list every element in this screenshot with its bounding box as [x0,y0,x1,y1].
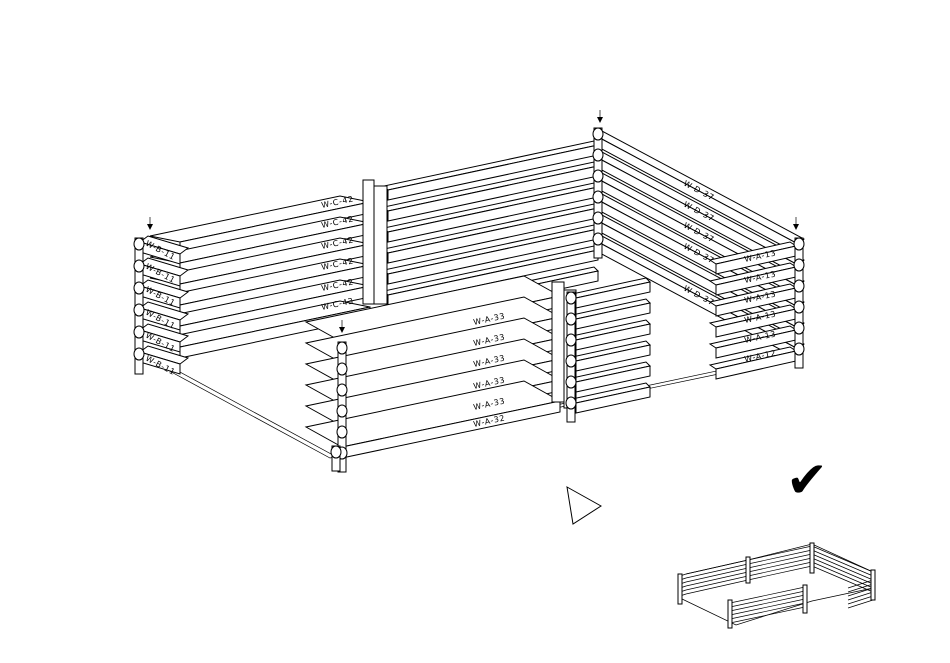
bolt-head [794,322,804,334]
thumb-log [686,576,748,590]
thumb-log [686,572,748,586]
bolt-head [134,238,144,250]
bolt-head [134,326,144,338]
bolt-head [593,233,603,245]
front-wall-a: W-A-33 W-A-33 W-A-33 W-A-33 W-A-33 W-A-3… [306,276,650,458]
bolt-head [337,342,347,354]
bolt-head [794,280,804,292]
bolt-head [566,397,576,409]
thumb-log [748,546,812,560]
bolt-head [134,304,144,316]
thumb-log [748,554,812,568]
down-arrow-icon [793,217,799,230]
bolt-head [593,212,603,224]
bolt-head [331,446,341,458]
thumb-log [686,580,748,594]
bolt-head [593,149,603,161]
bolt-head [337,405,347,417]
bolt-head [337,363,347,375]
bolt-head [593,191,603,203]
thumb-log [848,592,873,600]
thumb-post [678,574,682,604]
thumb-post [803,585,807,613]
thumb-post [746,557,750,583]
thumb-post [728,600,732,628]
thumb-log [848,600,873,608]
back-wall-joint-post [363,180,387,304]
bolt-head [593,170,603,182]
bolt-head [794,301,804,313]
thumb-log [848,588,873,596]
thumb-log [812,566,873,592]
thumb-log [730,591,805,607]
bolt-head [566,376,576,388]
thumb-log [686,564,748,578]
bolt-head [566,313,576,325]
thumb-post [810,543,814,573]
thumb-log [730,587,805,603]
thumb-log [686,560,748,574]
thumb-post [871,570,875,600]
bolt-head [566,355,576,367]
thumb-log [812,546,873,572]
thumb-log [686,568,748,582]
thumb-log [748,558,812,572]
thumb-log [812,558,873,584]
bolt-head [566,334,576,346]
bolt-head [134,348,144,360]
bolt-head [593,128,603,140]
checkmark-icon: ✔ [786,452,828,508]
down-arrow-icon [597,110,603,123]
completed-assembly-thumbnail [678,543,875,628]
thumb-log [730,607,805,623]
thumb-log [730,595,805,611]
thumb-log [848,596,873,604]
thumb-log [812,562,873,588]
thumb-log [812,550,873,576]
bolt-head [337,384,347,396]
bolt-head [794,259,804,271]
bolt-head [794,238,804,250]
thumb-log [748,562,812,576]
thumb-log [748,566,812,580]
bolt-head [134,260,144,272]
down-arrow-icon [147,217,153,230]
bolt-head [566,292,576,304]
play-triangle-icon [567,487,601,524]
bolt-head [337,426,347,438]
bolt-head [134,282,144,294]
bolt-head [794,343,804,355]
thumb-log [730,603,805,619]
